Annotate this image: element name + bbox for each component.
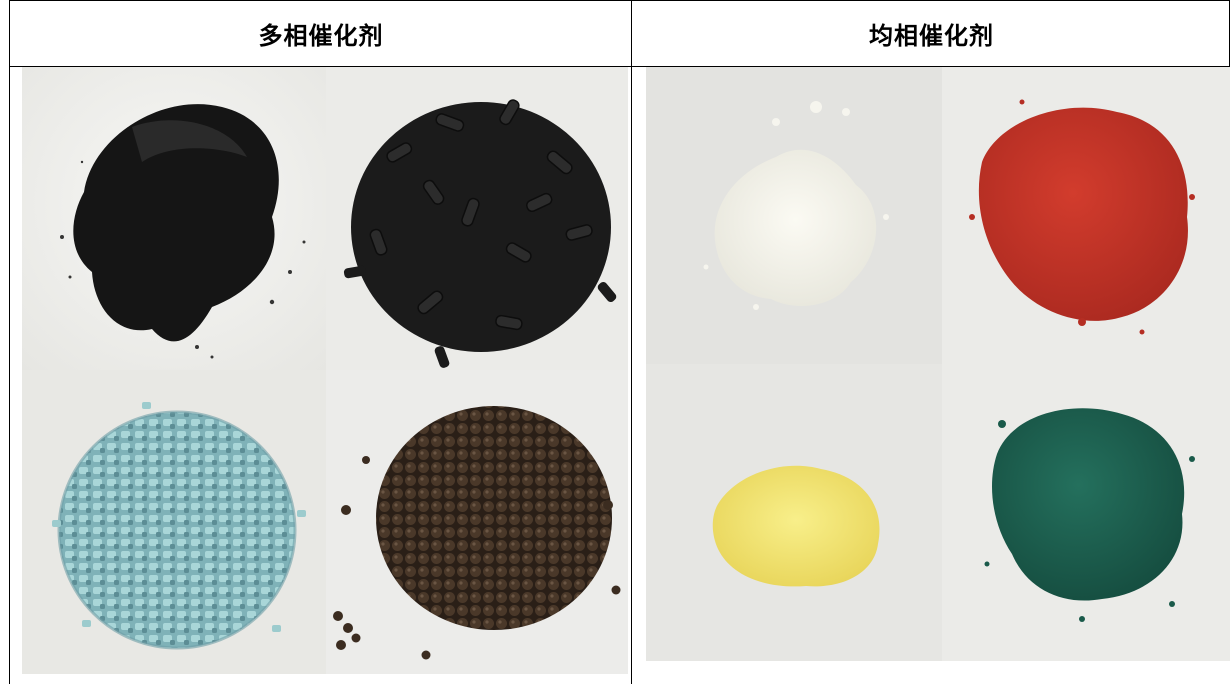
blue-pellets-photo <box>22 370 326 674</box>
green-powder-photo <box>942 364 1230 661</box>
black-pellets-photo <box>326 67 628 370</box>
brown-spheres-photo <box>326 370 628 674</box>
black-powder-photo <box>22 67 326 370</box>
header-homogeneous-catalyst: 均相催化剂 <box>869 21 994 50</box>
red-powder-photo <box>942 67 1230 364</box>
yellow-powder-photo <box>646 364 942 661</box>
table-border-top <box>9 0 1230 1</box>
table-border-left <box>9 0 10 684</box>
header-row-rule <box>9 66 1230 67</box>
table-divider-center <box>631 0 632 684</box>
white-powder-photo <box>646 67 942 364</box>
header-heterogeneous-catalyst: 多相催化剂 <box>258 21 384 50</box>
